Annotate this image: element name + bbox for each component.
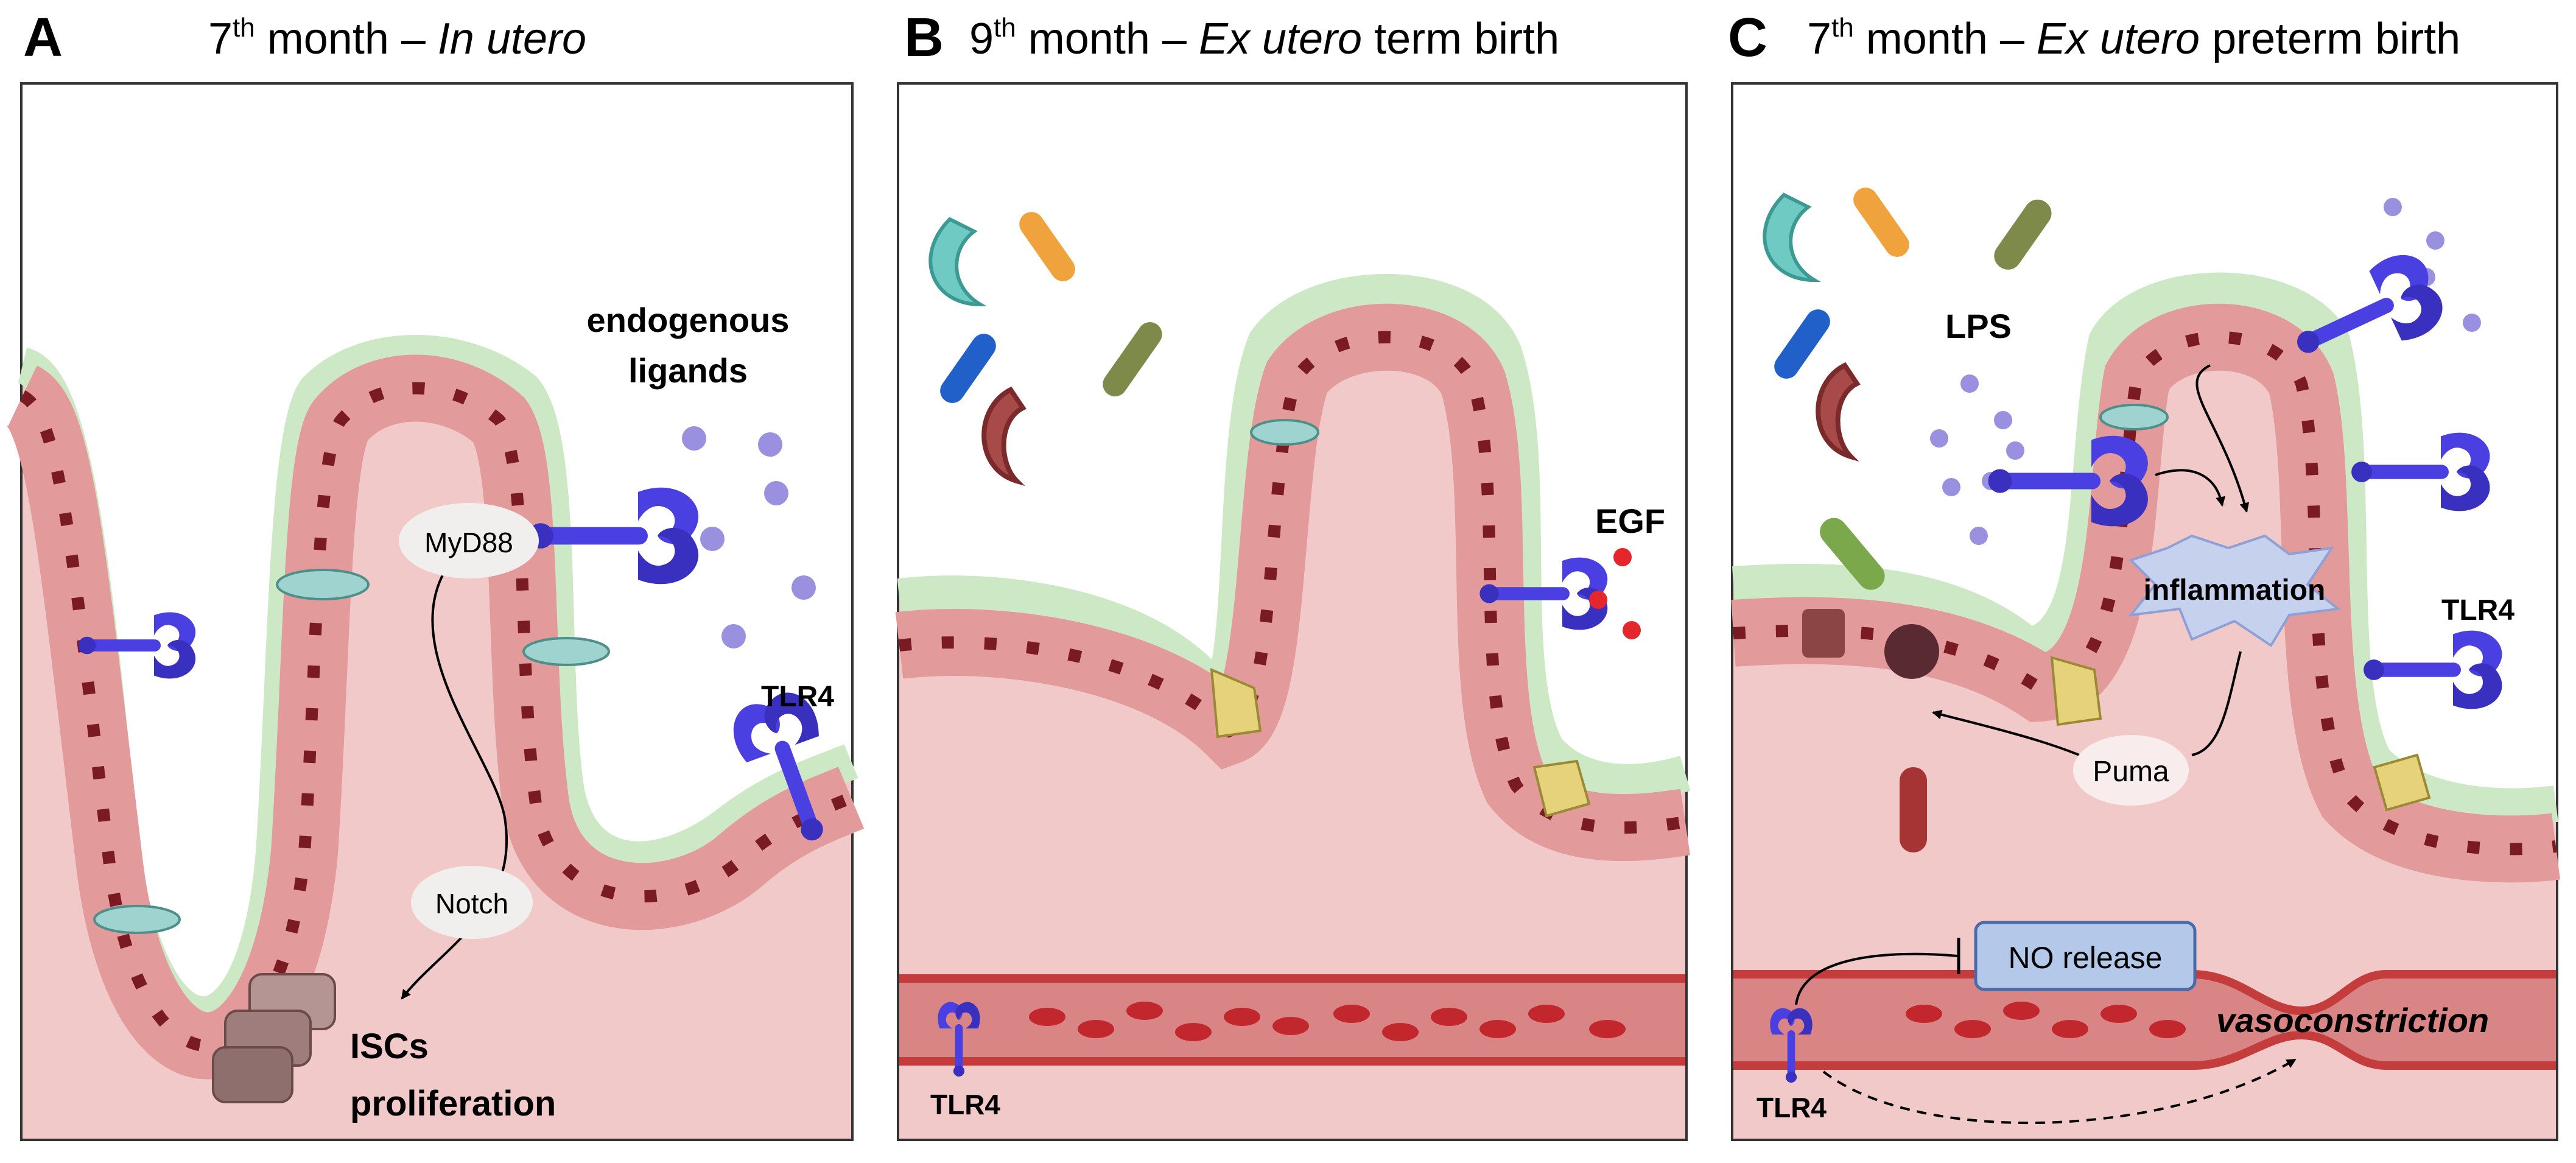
panel-c-paneth-cell xyxy=(2373,753,2431,812)
panel-b-paneth-cell xyxy=(1532,759,1591,818)
panel-c-vessel-tlr4-label: TLR4 xyxy=(1757,1092,1827,1123)
panel-b: B 9th month – Ex utero term birth EGF TL… xyxy=(895,7,1691,1141)
panel-c-bacteria xyxy=(1763,188,2052,852)
panel-a-myd88-bubble xyxy=(399,503,539,578)
panel-b-goblet-cell xyxy=(1250,419,1319,446)
panel-b-vessel-wall-top xyxy=(899,974,1685,983)
panel-b-tlr4-label: TLR4 xyxy=(930,1089,1000,1120)
panel-a: A 7th month – In utero endogenous ligand… xyxy=(4,7,865,1141)
panel-b-egf-molecules xyxy=(1589,548,1641,639)
panel-a-notch-label: Notch xyxy=(435,888,508,919)
panel-c-apoptotic-cell xyxy=(1884,624,1939,679)
panel-a-tlr4-label: TLR4 xyxy=(761,681,834,713)
panel-c-tlr4-label: TLR4 xyxy=(2441,594,2515,627)
panel-b-nuclei xyxy=(898,331,1686,834)
panel-c-nuclei xyxy=(1733,331,2557,856)
panel-a-goblet-cell xyxy=(522,637,610,666)
panel-b-letter: B xyxy=(904,7,944,68)
panel-b-mucus xyxy=(897,273,1691,801)
panel-a-notch-bubble xyxy=(411,866,533,939)
panel-c-puma-bubble xyxy=(2073,735,2189,806)
panel-c-vessel-wall-bottom xyxy=(1733,1030,2556,1070)
panel-c-goblet-cell xyxy=(2099,404,2169,430)
panel-a-goblet-cell xyxy=(276,569,370,600)
panel-c-puma-label: Puma xyxy=(2093,756,2169,788)
panel-a-myd88-label: MyD88 xyxy=(424,527,513,558)
panel-c-mucus xyxy=(1732,272,2558,825)
panel-a-iscs-label: ISCs xyxy=(350,1027,429,1066)
panel-a-endogenous-label: endogenous xyxy=(587,301,790,339)
panel-a-goblet-cell xyxy=(93,905,181,934)
panel-c-inflammation-burst xyxy=(2128,534,2341,647)
panel-c-arrow-to-inflammation-1 xyxy=(2195,364,2250,513)
panel-c-inhibition-line xyxy=(1795,952,1958,1005)
panel-b-egf-label: EGF xyxy=(1595,502,1665,540)
panel-a-nuclei xyxy=(19,382,854,1052)
panel-c-vessel-wall-top xyxy=(1733,970,2556,1016)
panel-b-vessel-wall-bottom xyxy=(899,1057,1685,1066)
panel-b-rbcs xyxy=(1029,1002,1626,1041)
panel-c-lumen xyxy=(1733,85,2556,807)
panel-a-letter: A xyxy=(23,7,63,68)
panel-c-rbcs xyxy=(1906,1002,2186,1038)
panel-c-no-release-box xyxy=(1974,921,2197,991)
panel-c-damaged-cell xyxy=(1802,609,1845,658)
panel-b-title: 9th month – Ex utero term birth xyxy=(969,13,1559,63)
panel-c-title: 7th month – Ex utero preterm birth xyxy=(1807,13,2460,63)
panel-c-vessel xyxy=(1733,974,2556,1066)
panel-c-inflammation-to-puma xyxy=(2191,651,2242,756)
panel-a-ligands xyxy=(682,426,816,648)
panel-a-lumen-shape xyxy=(23,85,851,1015)
panel-c-dashed-arrow xyxy=(1822,1058,2297,1125)
panel-a-title: 7th month – In utero xyxy=(208,13,586,63)
panel-a-signal-arrow xyxy=(401,553,508,1000)
panel-b-paneth-cell xyxy=(1210,667,1262,739)
panel-b-bacteria xyxy=(928,212,1162,487)
panel-a-ligands-label: ligands xyxy=(628,351,748,390)
panel-a-proliferation-label: proliferation xyxy=(350,1084,556,1123)
panel-a-stem-cells xyxy=(212,973,336,1103)
panel-c-no-release-label: NO release xyxy=(2009,941,2163,975)
panel-c-inflammation-label: inflammation xyxy=(2144,574,2326,606)
panel-c-arrow-to-inflammation-2 xyxy=(2155,469,2226,507)
panel-c-lps-label: LPS xyxy=(1945,307,2012,345)
panel-c-vasoconstriction-label: vasoconstriction xyxy=(2216,1001,2489,1039)
panel-c: C 7th month – Ex utero preterm birth LPS… xyxy=(1728,7,2560,1141)
panel-c-paneth-cell xyxy=(2050,656,2102,726)
panel-c-letter: C xyxy=(1728,7,1767,68)
